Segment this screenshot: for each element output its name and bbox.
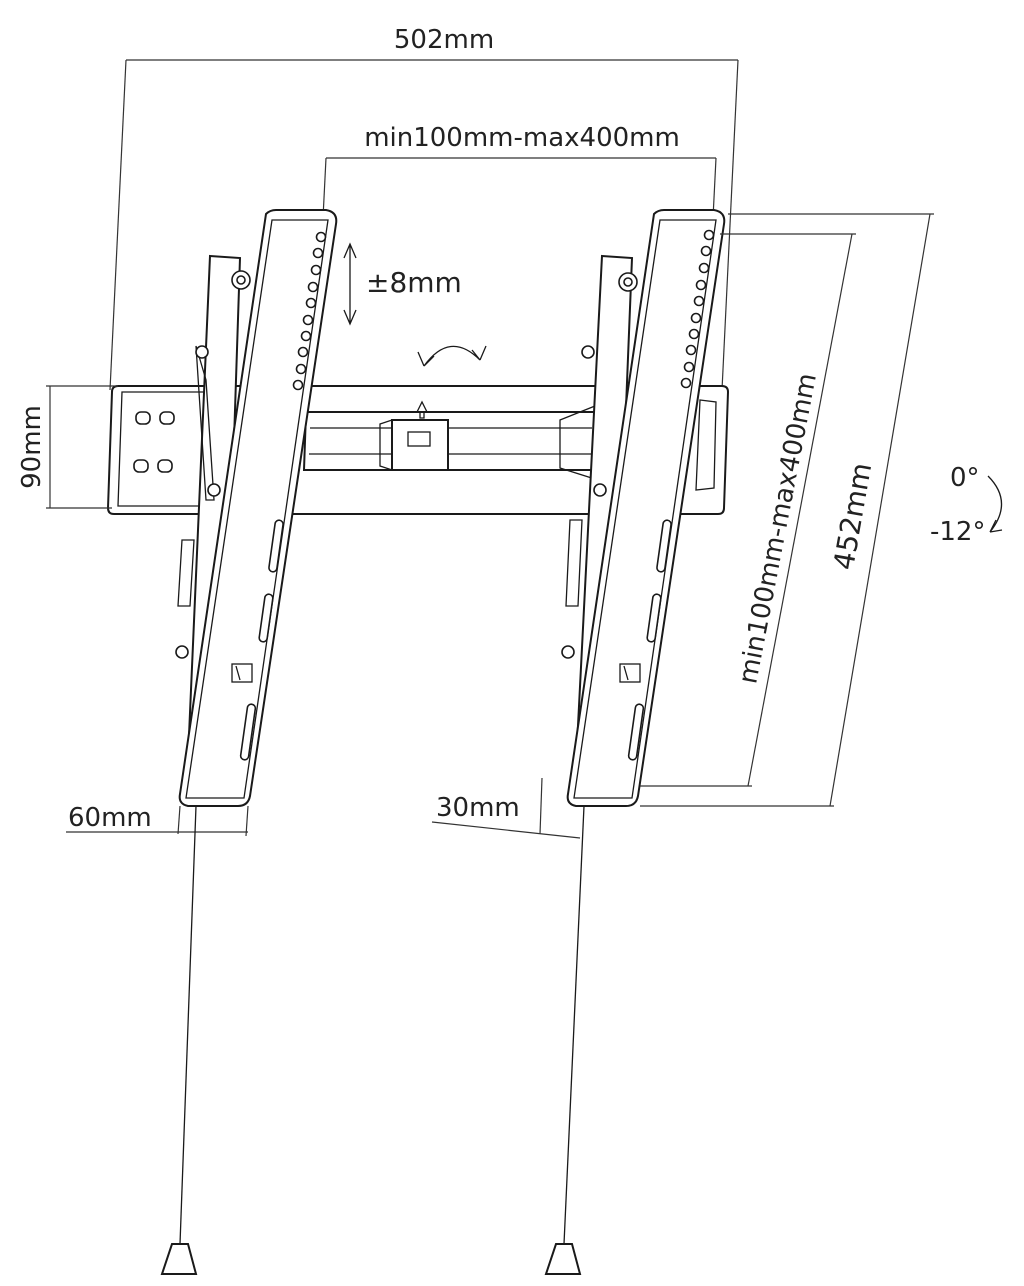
tilt-arrow-icon xyxy=(987,475,1003,533)
tilt-indicator: 0° -12° xyxy=(930,463,1003,547)
right-safety-string xyxy=(544,805,585,1275)
left-safety-string xyxy=(160,805,198,1275)
arm-length-label: 452mm xyxy=(827,460,878,572)
overall-width-label: 502mm xyxy=(394,25,494,55)
vesa-horizontal-label: min100mm-max400mm xyxy=(364,123,680,153)
double-arrow-icon xyxy=(343,242,357,326)
vertical-adjust-label: ±8mm xyxy=(366,266,462,299)
depth-tilted-dimension: 30mm xyxy=(431,777,581,839)
plate-height-dimension: 90mm xyxy=(17,385,118,509)
right-arm xyxy=(561,209,726,808)
rotate-arrow-icon xyxy=(417,345,487,367)
depth-tilted-label: 30mm xyxy=(436,793,520,823)
left-arm xyxy=(175,209,338,808)
tilt-lower-label: -12° xyxy=(930,517,985,547)
tilt-upper-label: 0° xyxy=(950,463,980,493)
depth-upright-label: 60mm xyxy=(68,803,152,833)
vesa-horizontal-dimension: min100mm-max400mm xyxy=(322,123,717,219)
depth-upright-dimension: 60mm xyxy=(66,803,249,837)
vesa-vertical-label: min100mm-max400mm xyxy=(733,371,823,687)
plate-height-label: 90mm xyxy=(17,405,47,489)
vertical-adjust-indicator: ±8mm xyxy=(343,242,462,326)
overall-width-dimension: 502mm xyxy=(109,25,739,391)
up-arrow-icon xyxy=(415,400,429,419)
